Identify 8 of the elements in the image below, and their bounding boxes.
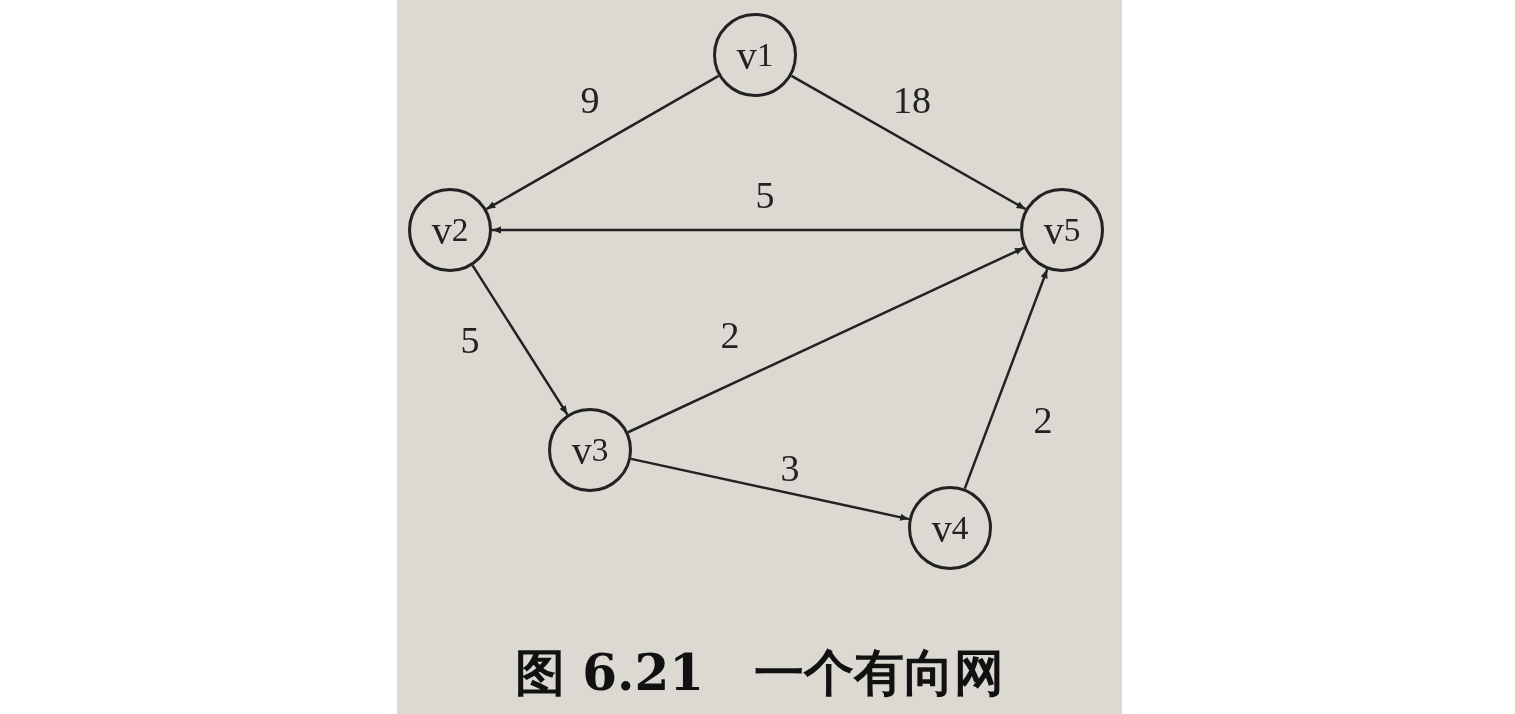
arrow	[492, 226, 1020, 234]
arrow	[485, 74, 720, 211]
arrow	[790, 74, 1027, 211]
figure-caption: 图 6.21 一个有向网	[513, 642, 1006, 704]
arrow	[630, 457, 910, 521]
arrow	[627, 246, 1025, 434]
arrow	[963, 268, 1049, 490]
arrow	[471, 264, 569, 416]
